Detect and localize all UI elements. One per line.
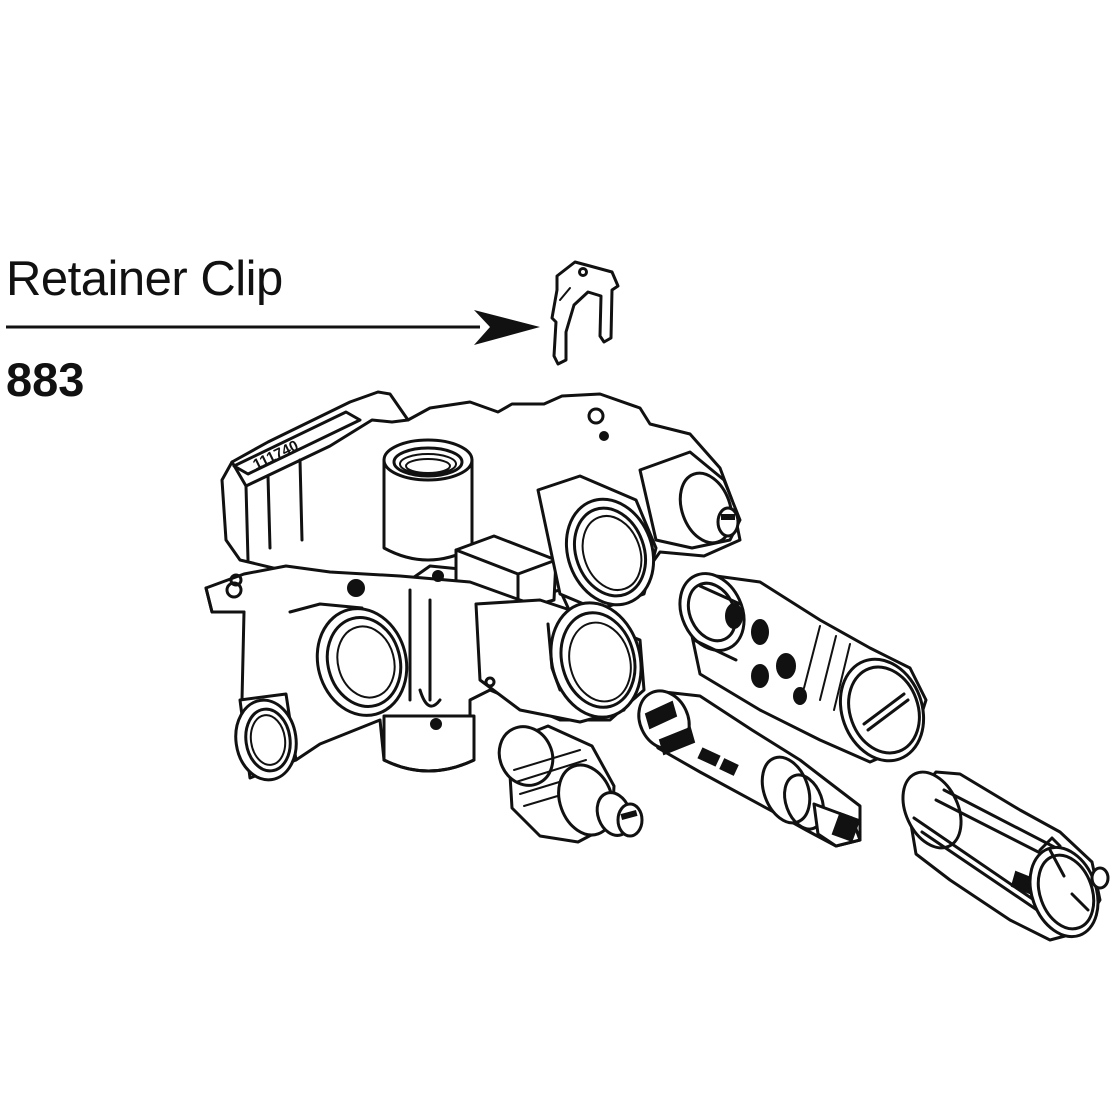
retainer-clip — [550, 260, 620, 366]
check-valve-cartridge — [497, 724, 644, 844]
control-cartridge — [678, 572, 928, 764]
rear-valve-stub — [638, 450, 742, 550]
left-port — [288, 602, 409, 717]
upper-right-port — [536, 474, 658, 612]
diverter-cartridge — [637, 689, 862, 848]
bottom-pipe — [382, 714, 476, 773]
center-threaded-port — [382, 438, 474, 562]
callout-arrow — [6, 310, 540, 345]
cartridge-sleeve — [901, 770, 1110, 942]
callout-label: Retainer Clip — [6, 252, 283, 306]
valve-body: 111740 — [204, 390, 742, 782]
part-number: 883 — [6, 353, 85, 406]
left-threaded-port — [234, 692, 298, 782]
front-right-port — [474, 598, 643, 724]
